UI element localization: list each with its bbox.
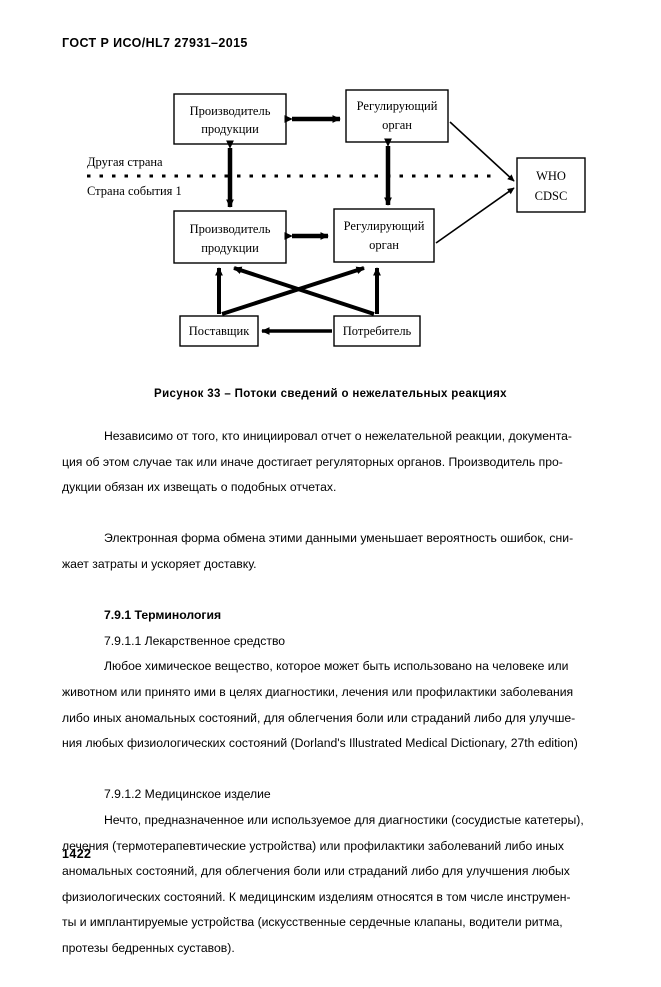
paragraph-2-line-1: Электронная форма обмена этими данными у…	[104, 531, 574, 546]
heading-7-9-1: 7.9.1 Терминология	[104, 608, 222, 623]
paragraph-1: Независимо от того, кто инициировал отче…	[62, 424, 603, 526]
node-regulator-bottom: Регулирующий орган	[333, 208, 435, 263]
paragraph-4-line-2: лечения (термотерапевтические устройства…	[62, 838, 565, 853]
node-manufacturer-bottom-label-2: продукции	[201, 241, 259, 255]
node-manufacturer-top-label-2: продукции	[201, 122, 259, 136]
document-body: Независимо от того, кто инициировал отче…	[62, 424, 603, 987]
paragraph-4-line-6: протезы бедренных суставов).	[62, 940, 235, 955]
node-manufacturer-bottom-label-1: Производитель	[190, 222, 271, 236]
node-regulator-bottom-label-2: орган	[369, 238, 399, 252]
divider-label-above: Другая страна	[87, 155, 163, 169]
arrow-consumer-to-manufacturer	[233, 266, 375, 316]
node-who-cdsc-label-1: WHO	[536, 169, 566, 183]
node-manufacturer-top: Производитель продукции	[173, 93, 287, 145]
paragraph-3-line-3: либо иных аномальных состояний, для обле…	[62, 710, 576, 725]
paragraph-1-line-2: ция об этом случае так или иначе достига…	[62, 454, 563, 469]
divider-label-below: Страна события 1	[87, 184, 182, 198]
node-regulator-bottom-label-1: Регулирующий	[344, 219, 425, 233]
paragraph-3-line-1: Любое химическое вещество, которое может…	[104, 659, 569, 674]
node-manufacturer-top-label-1: Производитель	[190, 104, 271, 118]
figure-caption: Рисунок 33 – Потоки сведений о нежелател…	[154, 388, 507, 400]
paragraph-3-line-4: ния любых физиологических состояний (Dor…	[62, 736, 578, 751]
paragraph-3-line-2: животном или принято ими в целях диагнос…	[62, 684, 574, 699]
figure-33-diagram: Производитель продукции Регулирующий орг…	[62, 78, 602, 368]
paragraph-2: Электронная форма обмена этими данными у…	[62, 526, 603, 603]
paragraph-4-line-5: ты и имплантируемые устройства (искусств…	[62, 915, 563, 930]
node-supplier-label: Поставщик	[189, 324, 251, 338]
paragraph-4-line-4: физиологических состояний. К медицинским…	[62, 889, 571, 904]
node-who-cdsc: WHO CDSC	[516, 157, 586, 213]
paragraph-1-line-3: дукции обязан их извещать о подобных отч…	[62, 480, 337, 495]
node-regulator-top-label-1: Регулирующий	[357, 99, 438, 113]
node-consumer: Потребитель	[333, 315, 421, 347]
arrow-regulator-bottom-to-who	[435, 187, 515, 244]
document-header-standard-number: ГОСТ Р ИСО/HL7 27931–2015	[62, 36, 248, 50]
page-number: 1422	[62, 847, 92, 861]
paragraph-1-line-1: Независимо от того, кто инициировал отче…	[104, 429, 572, 443]
arrow-supplier-to-regulator	[221, 266, 365, 316]
node-regulator-top: Регулирующий орган	[345, 89, 449, 143]
document-page: ГОСТ Р ИСО/HL7 27931–2015 Производитель …	[62, 36, 602, 955]
paragraph-4: Нечто, предназначенное или используемое …	[62, 808, 603, 987]
paragraph-4-line-1: Нечто, предназначенное или используемое …	[104, 812, 584, 827]
node-regulator-top-label-2: орган	[382, 118, 412, 132]
paragraph-4-line-3: аномальных состояний, для облегчения бол…	[62, 864, 570, 879]
node-consumer-label: Потребитель	[343, 324, 412, 338]
node-manufacturer-bottom: Производитель продукции	[173, 210, 287, 264]
node-who-cdsc-label-2: CDSC	[535, 189, 568, 203]
arrow-regulator-top-to-who	[449, 121, 515, 182]
paragraph-3: Любое химическое вещество, которое может…	[62, 654, 603, 782]
heading-7-9-1-2: 7.9.1.2 Медицинское изделие	[104, 787, 271, 802]
paragraph-2-line-2: жает затраты и ускоряет доставку.	[62, 556, 257, 571]
node-supplier: Поставщик	[179, 315, 259, 347]
heading-7-9-1-1: 7.9.1.1 Лекарственное средство	[104, 633, 286, 648]
